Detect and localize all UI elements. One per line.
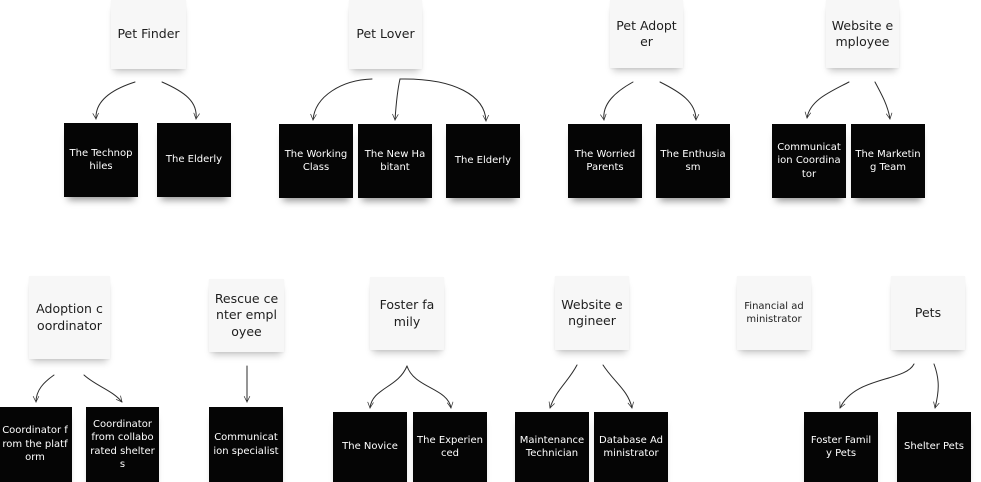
arrow-website-employee-to-communication-coordinator: [807, 81, 850, 118]
arrow-pets-to-foster-family-pets: [839, 363, 915, 408]
arrow-adoption-coordinator-to-shelters: [83, 374, 122, 402]
arrow-pet-finder-to-technophiles: [96, 81, 136, 119]
note-coordinator-from-platform[interactable]: Coordinator from the platform: [0, 407, 72, 482]
note-the-elderly-1[interactable]: The Elderly: [157, 123, 231, 197]
note-maintenance-technician[interactable]: Maintenance Technician: [515, 412, 589, 482]
note-communication-specialist[interactable]: Communication specialist: [209, 407, 283, 482]
note-the-marketing-team[interactable]: The Marketing Team: [851, 124, 925, 198]
note-foster-family-pets[interactable]: Foster Family Pets: [804, 412, 878, 482]
note-the-technophiles[interactable]: The Technophiles: [64, 123, 138, 197]
arrow-pets-to-shelter-pets: [934, 363, 938, 408]
arrow-pet-lover-to-elderly: [399, 78, 486, 121]
arrow-pet-finder-to-elderly: [161, 81, 196, 119]
note-the-elderly-2[interactable]: The Elderly: [446, 124, 520, 198]
arrow-website-engineer-to-database: [602, 364, 632, 408]
note-the-experienced[interactable]: The Experienced: [413, 412, 487, 482]
arrow-foster-family-to-novice: [370, 365, 408, 408]
note-communication-coordinator[interactable]: Communication Coordinator: [772, 124, 846, 198]
arrow-pet-adopter-to-worried-parents: [604, 81, 634, 120]
note-pet-finder[interactable]: Pet Finder: [111, 0, 186, 69]
note-the-working-class[interactable]: The Working Class: [279, 124, 353, 198]
arrow-website-employee-to-marketing-team: [874, 81, 890, 119]
note-website-employee[interactable]: Website employee: [826, 0, 899, 68]
note-rescue-center-employee[interactable]: Rescue center employee: [209, 279, 284, 352]
arrow-adoption-coordinator-to-platform: [36, 374, 55, 402]
note-the-novice[interactable]: The Novice: [333, 412, 407, 482]
arrow-pet-lover-to-new-habitant: [395, 78, 401, 120]
note-website-engineer[interactable]: Website engineer: [555, 276, 629, 350]
note-the-new-habitant[interactable]: The New Habitant: [358, 124, 432, 198]
arrow-foster-family-to-experienced: [406, 365, 451, 408]
note-foster-family[interactable]: Foster family: [370, 277, 444, 350]
arrow-website-engineer-to-maintenance: [550, 364, 578, 408]
note-coordinator-from-shelters[interactable]: Coordinator from collaborated shelters: [86, 407, 159, 482]
note-pet-adopter[interactable]: Pet Adopter: [610, 0, 683, 68]
note-adoption-coordinator[interactable]: Adoption coordinator: [29, 276, 110, 359]
arrow-pet-adopter-to-enthusiasm: [659, 81, 696, 120]
arrow-pet-lover-to-working-class: [313, 78, 373, 120]
note-pet-lover[interactable]: Pet Lover: [349, 0, 422, 69]
note-pets[interactable]: Pets: [891, 276, 965, 350]
note-the-worried-parents[interactable]: The Worried Parents: [568, 124, 642, 198]
note-shelter-pets[interactable]: Shelter Pets: [897, 412, 971, 482]
note-financial-administrator[interactable]: Financial administrator: [737, 276, 811, 350]
note-database-administrator[interactable]: Database Administrator: [594, 412, 668, 482]
note-the-enthusiasm[interactable]: The Enthusiasm: [656, 124, 730, 198]
